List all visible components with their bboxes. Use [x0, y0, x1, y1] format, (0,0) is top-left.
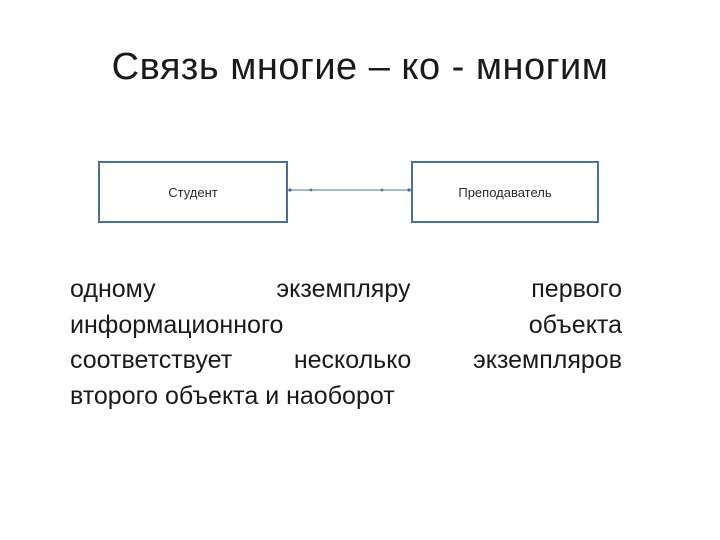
definition-text: одному экземпляру первого информационног…	[70, 272, 622, 414]
entity-box-teacher: Преподаватель	[411, 161, 599, 223]
entity-label-teacher: Преподаватель	[458, 184, 552, 200]
definition-line-3: соответствует несколько экземпляров	[70, 346, 622, 374]
entity-label-student: Студент	[168, 184, 218, 200]
entity-box-student: Студент	[98, 161, 288, 223]
slide-title: Связь многие – ко - многим	[111, 46, 609, 88]
connector-mid-dot-left	[309, 188, 313, 192]
definition-line-2: информационного объекта	[70, 310, 622, 339]
connector-mid-dot-right	[380, 188, 384, 192]
definition-line-4: второго объекта и наоборот	[70, 381, 395, 410]
definition-line-1: одному экземпляру первого	[70, 275, 622, 303]
connector-end-dot-left	[288, 188, 292, 192]
